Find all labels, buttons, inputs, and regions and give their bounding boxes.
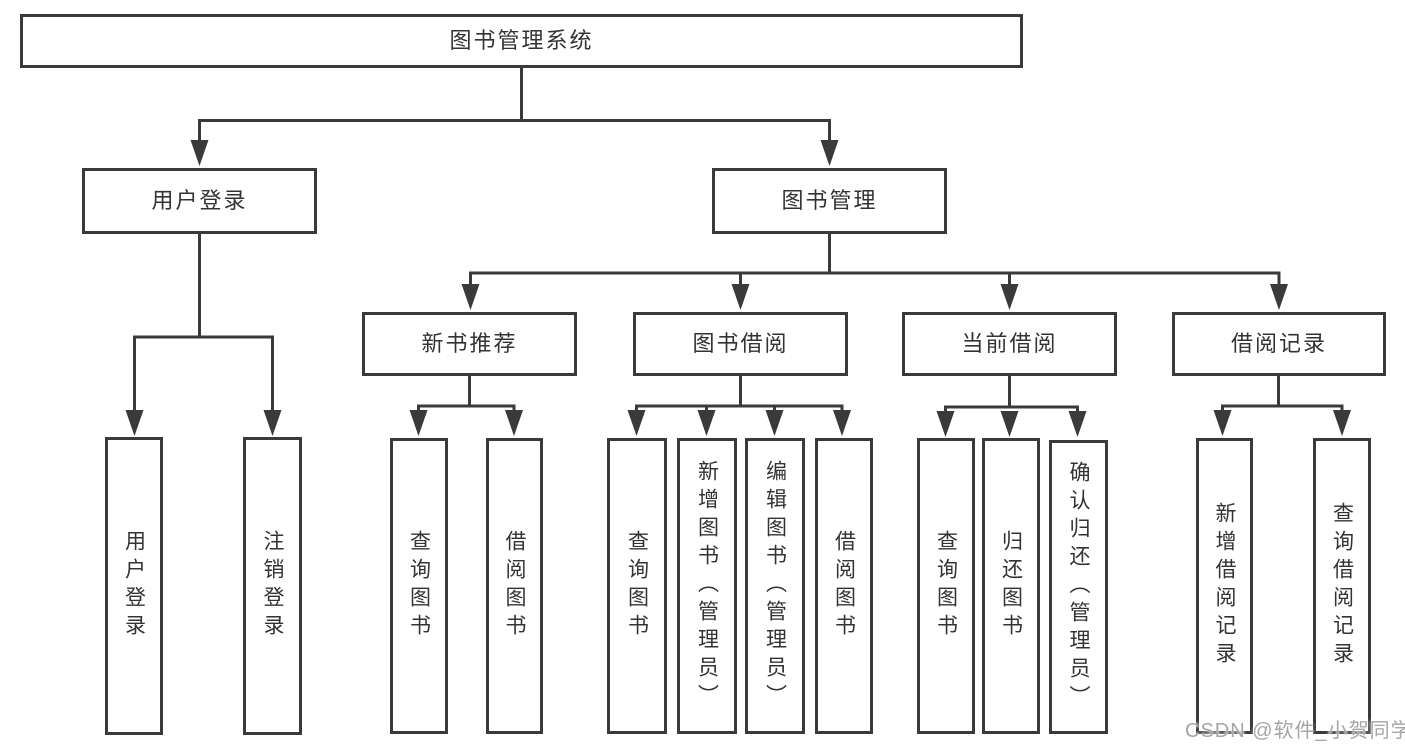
connector-borrowrecord-to-children <box>1213 375 1351 436</box>
node-edit-book-admin: 编辑图书（管理员） <box>745 438 805 734</box>
connector-currentborrow-to-children <box>936 375 1087 437</box>
node-query-borrow-record: 查询借阅记录 <box>1313 438 1371 734</box>
csdn-watermark: CSDN @软件_小贺同学 <box>1185 720 1405 742</box>
node-library-system: 图书管理系统 <box>20 14 1023 68</box>
node-query-books-newbook: 查询图书 <box>390 438 448 734</box>
node-query-books-borrow: 查询图书 <box>607 438 667 734</box>
node-borrow-records: 借阅记录 <box>1172 312 1386 376</box>
node-new-book-recommend: 新书推荐 <box>362 312 577 376</box>
node-current-borrow: 当前借阅 <box>902 312 1117 376</box>
node-borrow-books-borrow: 借阅图书 <box>815 438 873 734</box>
node-user-login: 用户登录 <box>105 437 163 735</box>
connector-userlogin-to-children <box>125 233 282 436</box>
node-borrow-books-newbook: 借阅图书 <box>486 438 543 734</box>
node-add-book-admin: 新增图书（管理员） <box>677 438 737 734</box>
node-book-management: 图书管理 <box>712 168 947 234</box>
node-query-books-current: 查询图书 <box>917 438 975 734</box>
connector-newbook-to-children <box>409 376 523 436</box>
node-user-login-branch: 用户登录 <box>82 168 317 234</box>
node-confirm-return-admin: 确认归还（管理员） <box>1049 440 1108 734</box>
connector-bookmgmt-to-level3 <box>461 234 1288 310</box>
node-add-borrow-record: 新增借阅记录 <box>1196 438 1253 734</box>
node-return-books: 归还图书 <box>982 438 1040 734</box>
node-book-borrow: 图书借阅 <box>633 312 848 376</box>
connector-bookborrow-to-children <box>627 376 851 436</box>
node-logout: 注销登录 <box>243 437 302 735</box>
connector-root-to-level2 <box>190 68 839 166</box>
